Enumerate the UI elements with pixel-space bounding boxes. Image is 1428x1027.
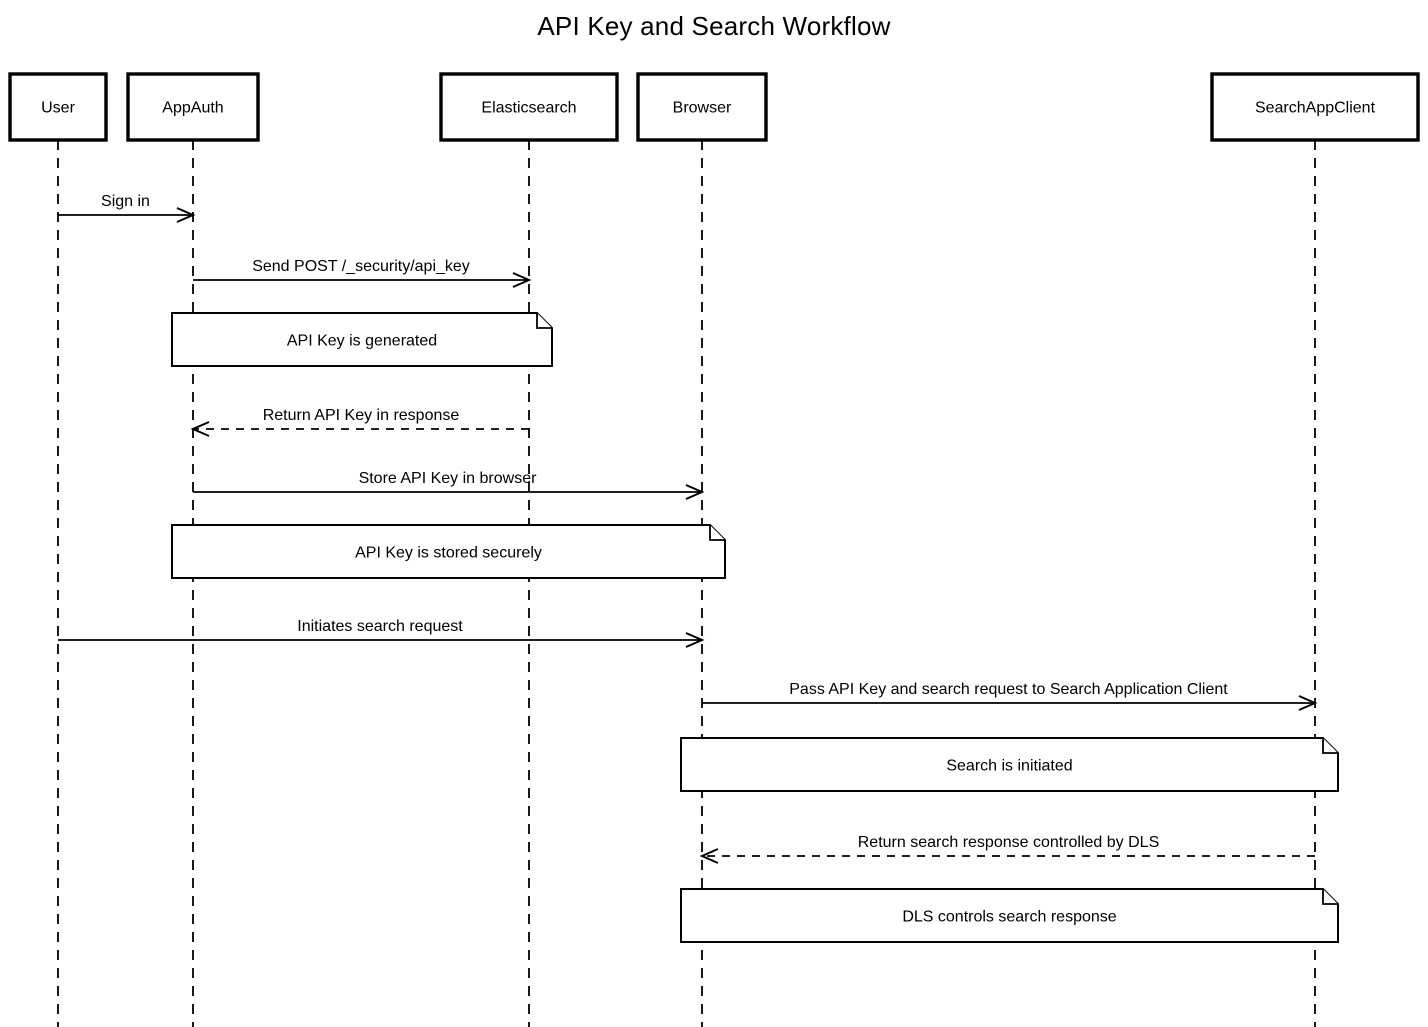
message-label-4: Initiates search request [297,618,463,635]
participant-label-user: User [41,100,75,117]
participant-box-browser [636,72,768,142]
arrowhead-icon-5 [1298,695,1318,711]
message-label-2: Return API Key in response [263,407,460,424]
note-label-2: Search is initiated [946,758,1072,775]
note-2 [680,737,1339,792]
message-label-5: Pass API Key and search request to Searc… [789,681,1228,698]
note-1 [171,524,726,579]
participant-label-browser: Browser [673,100,732,117]
note-fold-icon-2 [1322,738,1338,754]
diagram-title: API Key and Search Workflow [537,11,891,41]
note-0 [171,312,553,367]
note-fold-icon-3 [1322,889,1338,905]
participant-box-elasticsearch [439,72,619,142]
participant-box-appauth [126,72,260,142]
arrowhead-icon-0 [176,207,196,223]
participant-box-searchappclient [1210,72,1420,142]
participant-label-elasticsearch: Elasticsearch [481,100,576,117]
message-label-6: Return search response controlled by DLS [858,834,1160,851]
note-fold-icon-0 [536,313,552,329]
participant-label-appauth: AppAuth [162,100,223,117]
note-label-1: API Key is stored securely [355,545,542,562]
participant-label-searchappclient: SearchAppClient [1255,100,1376,117]
message-label-0: Sign in [101,193,150,210]
message-label-3: Store API Key in browser [359,470,538,487]
note-3 [680,888,1339,943]
arrowhead-icon-4 [685,632,705,648]
message-label-1: Send POST /_security/api_key [252,258,470,275]
arrowhead-icon-3 [685,484,705,500]
arrowhead-icon-1 [512,272,532,288]
arrowhead-icon-2 [190,421,210,437]
participant-box-user [8,72,108,142]
note-label-3: DLS controls search response [902,909,1116,926]
note-label-0: API Key is generated [287,333,437,350]
note-fold-icon-1 [709,525,725,541]
arrowhead-icon-6 [699,848,719,864]
